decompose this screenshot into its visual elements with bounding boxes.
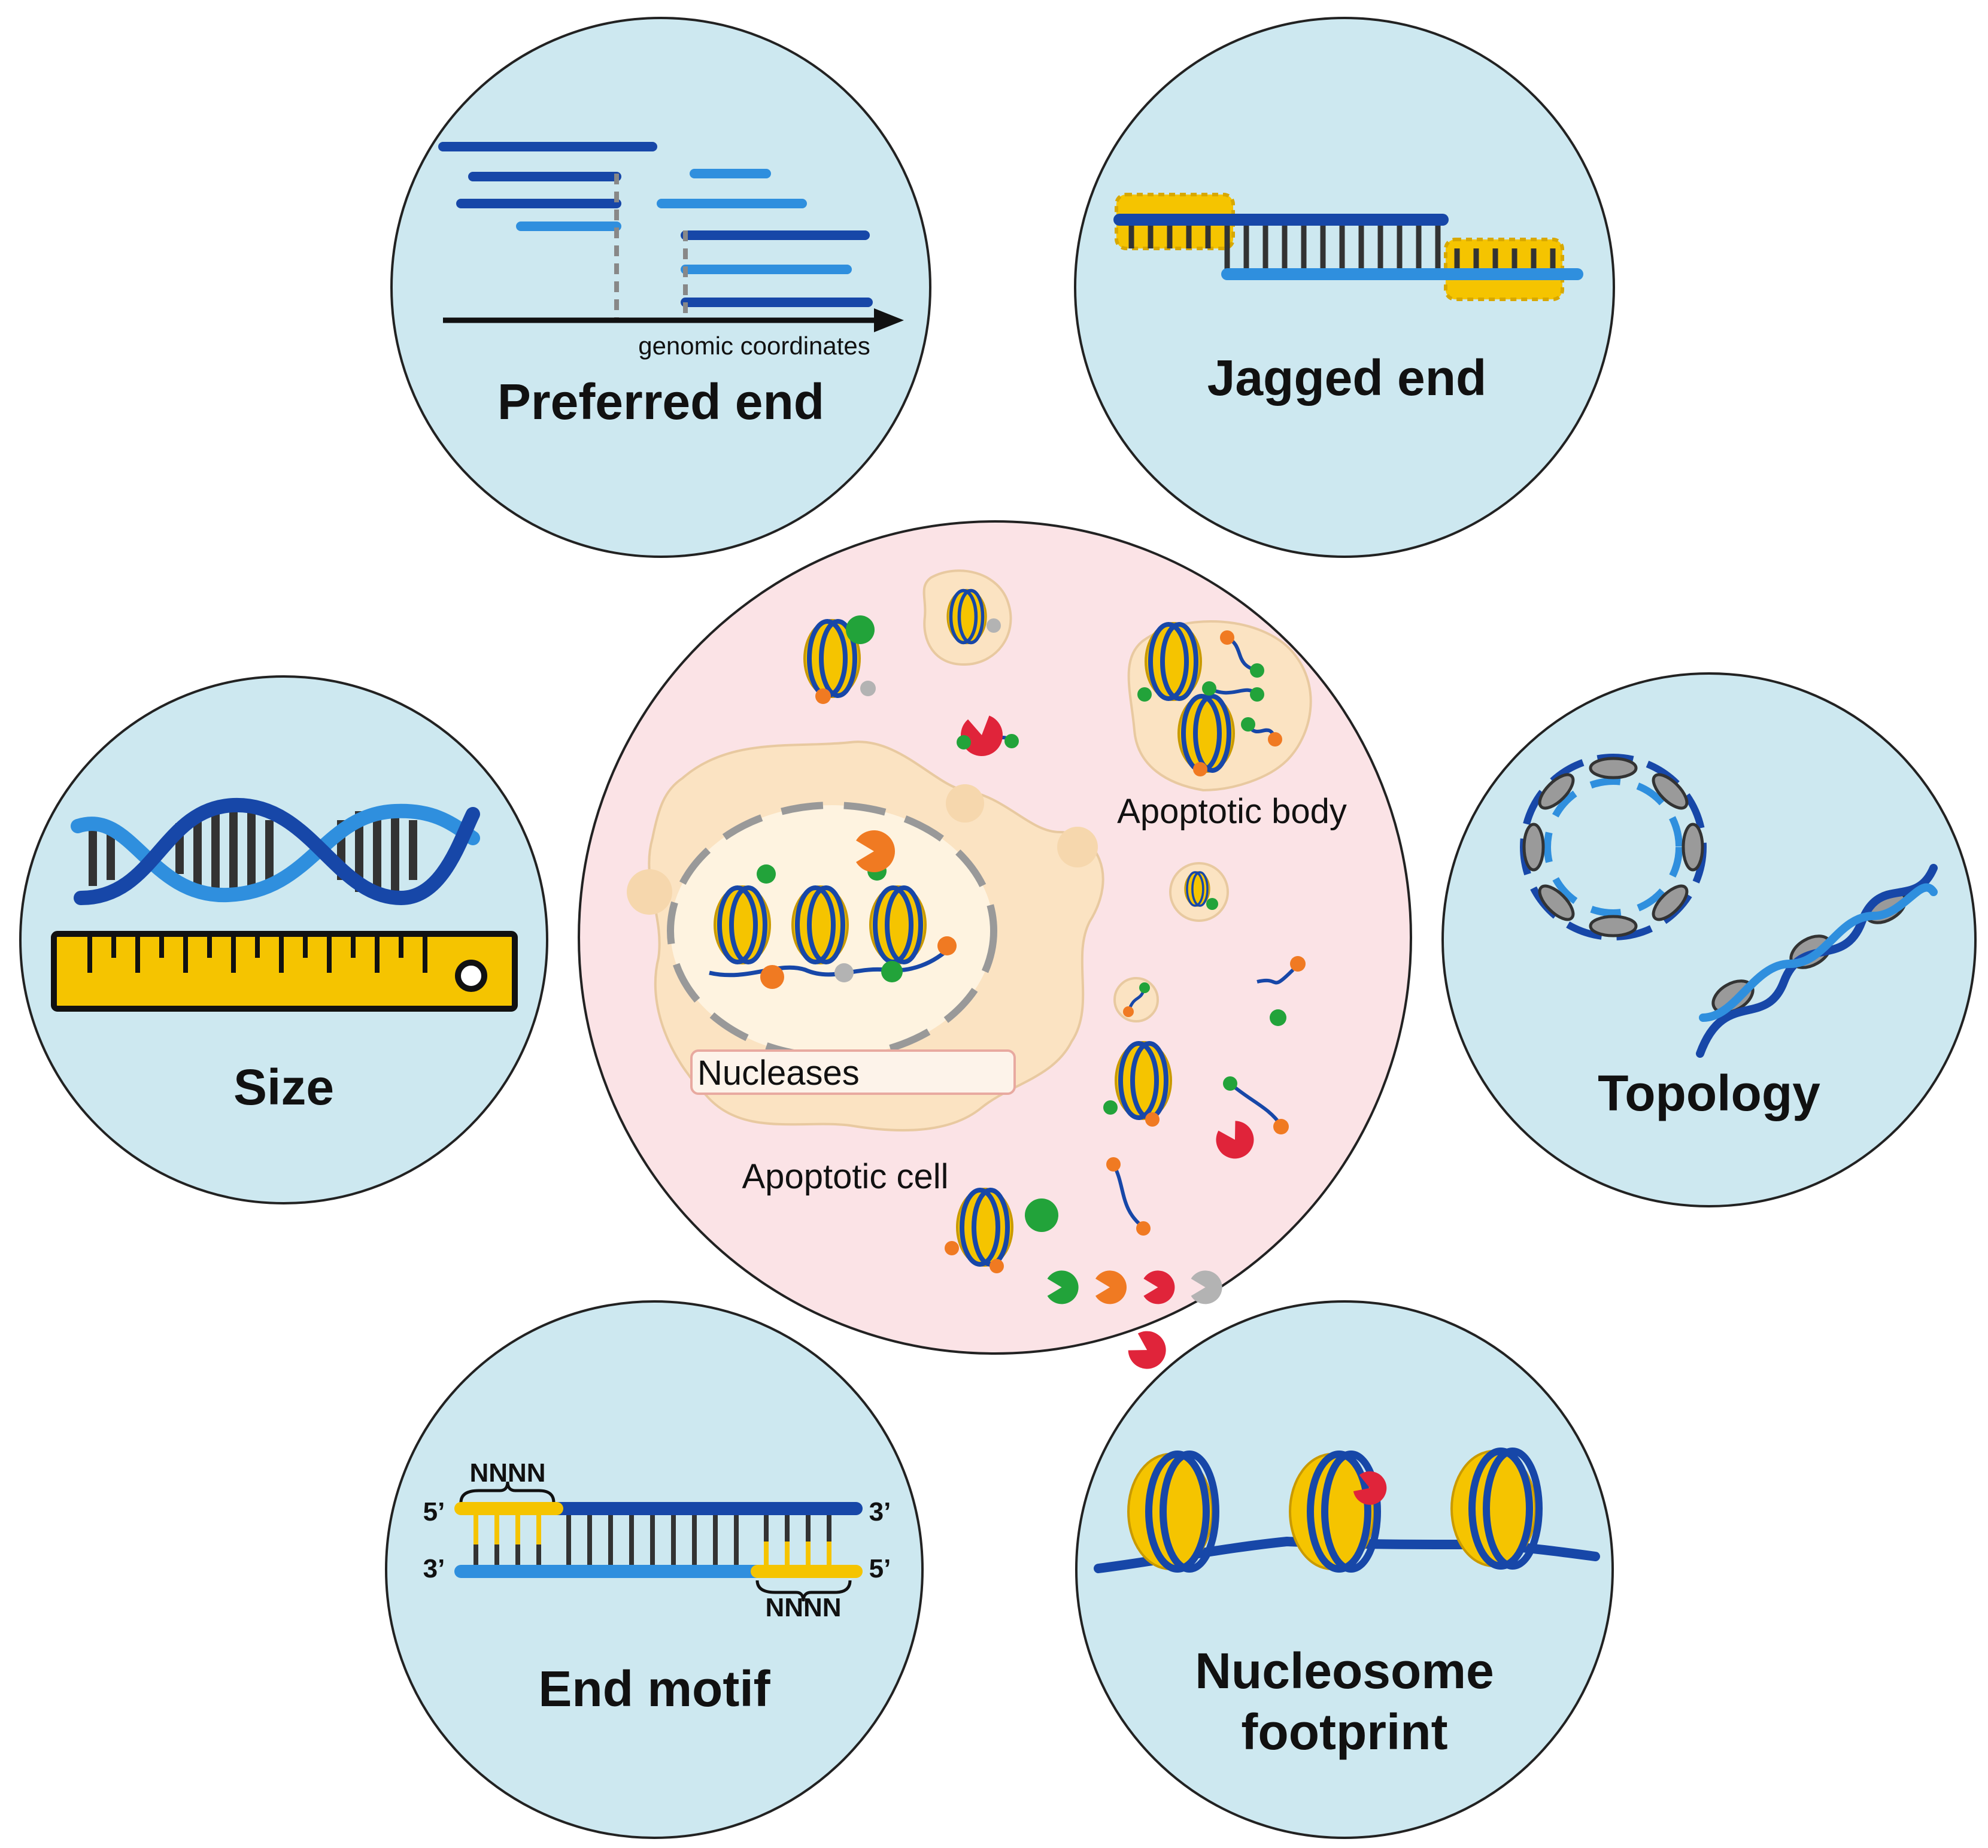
panel-end-motif: NNNN 5’ 3’ 3’ 5’ <box>385 1300 924 1839</box>
orange-nuclease-icon <box>937 936 957 955</box>
genomic-axis-arrowhead <box>874 308 904 332</box>
dna-strand-dark <box>74 797 480 906</box>
green-nuclease-icon <box>1139 982 1150 993</box>
body-nucleosome-1 <box>1146 623 1201 700</box>
nucleus-nucleosome-1 <box>715 887 770 963</box>
gray-nuclease-icon <box>860 681 876 696</box>
orange-nuclease-icon <box>1268 732 1282 747</box>
orange-nuclease-icon <box>945 1241 959 1255</box>
orange-nuclease-icon <box>1145 1112 1160 1127</box>
green-nuclease-icon <box>881 961 903 982</box>
orange-nuclease-icon <box>1193 762 1207 776</box>
jagged-base-pairs <box>1128 221 1556 269</box>
nucleases-legend: Nucleases <box>690 1049 1222 1304</box>
apoptotic-cell: Nucleases Apoptotic cell <box>627 741 1222 1304</box>
panel-size: Size <box>19 675 548 1204</box>
panel-preferred-end: genomic coordinates Preferred end <box>390 17 931 558</box>
ruler <box>51 931 518 1012</box>
panel-jagged-end: Jagged end <box>1074 17 1615 558</box>
orange-nuclease-icon <box>815 688 831 704</box>
motif-bottom-brace <box>755 1580 852 1602</box>
free-nucleosome-bottom <box>945 1189 1058 1273</box>
dna-rungs <box>89 808 417 895</box>
motif-base-pairs <box>474 1515 831 1568</box>
motif-bottom-label: NNNN <box>765 1593 841 1622</box>
vesicle-small-1 <box>1169 862 1229 922</box>
three-prime-bottom: 3’ <box>423 1554 445 1583</box>
orange-nuclease-icon <box>760 965 784 989</box>
green-nuclease-icon <box>957 735 971 749</box>
green-nuclease-icon <box>1202 681 1216 696</box>
panel-topology: Topology <box>1441 672 1977 1207</box>
body-nucleosome-2 <box>1179 695 1234 772</box>
green-nuclease-icon <box>757 864 776 884</box>
fragment-reads <box>438 142 873 307</box>
orange-nuclease-icon <box>1273 1119 1289 1134</box>
free-fragments-misc <box>1106 956 1392 1510</box>
nucleus-nucleosome-2 <box>793 887 848 963</box>
five-prime-top: 5’ <box>423 1497 445 1527</box>
green-nuclease-icon <box>1250 663 1264 678</box>
red-nuclease-icon <box>1124 1325 1173 1376</box>
vesicle-top <box>922 569 1012 666</box>
orange-nuclease-icon <box>1220 630 1234 645</box>
preferred-end-title: Preferred end <box>497 374 824 430</box>
gray-nuclease-icon <box>834 963 854 982</box>
motif-top-brace <box>459 1481 556 1503</box>
orange-nuclease-icon <box>1106 1157 1121 1172</box>
apoptotic-cell-label: Apoptotic cell <box>742 1157 949 1196</box>
end-motif-title: End motif <box>538 1661 770 1717</box>
green-nuclease-icon <box>846 615 875 644</box>
topology-title: Topology <box>1598 1065 1820 1121</box>
orange-nuclease-icon <box>1123 1006 1134 1017</box>
green-nuclease-icon <box>1270 1009 1286 1026</box>
green-nuclease-icon <box>1025 1198 1058 1232</box>
green-nuclease-icon <box>1004 734 1019 748</box>
panel-preferred-end-circle <box>390 17 931 558</box>
nucleosome-footprint-title-line1: Nucleosome <box>1195 1643 1494 1699</box>
green-nuclease-icon <box>1250 687 1264 702</box>
gray-nuclease-icon <box>987 618 1001 633</box>
membrane-bleb-1 <box>627 869 672 915</box>
orange-nuclease-icon <box>990 1259 1004 1273</box>
vesicle-small-2 <box>1113 977 1159 1022</box>
green-nuclease-icon <box>1206 898 1218 910</box>
green-nuclease-icon <box>1241 717 1255 732</box>
ruler-hole-icon <box>455 960 487 992</box>
circular-dna-icon <box>1520 754 1707 940</box>
nucleases-legend-box <box>690 1049 1016 1095</box>
dna-strand-light <box>71 803 480 903</box>
nucleases-label: Nucleases <box>697 1054 860 1093</box>
orange-nuclease-icon <box>1136 1221 1151 1236</box>
membrane-bleb-2 <box>946 784 984 823</box>
three-prime-top: 3’ <box>869 1497 891 1527</box>
membrane-bleb-3 <box>1057 827 1098 867</box>
orange-nuclease-icon <box>1290 956 1306 972</box>
apoptotic-body-label: Apoptotic body <box>1117 792 1347 831</box>
green-nuclease-icon <box>1223 1076 1237 1091</box>
ruler-body <box>51 931 518 1012</box>
genomic-coordinates-label: genomic coordinates <box>638 332 870 360</box>
jagged-end-title: Jagged end <box>1207 350 1487 406</box>
size-title: Size <box>233 1059 334 1115</box>
nucleus-nucleosome-3 <box>870 887 925 963</box>
panel-center: Nucleases Apoptotic cell Apo <box>578 520 1412 1510</box>
apoptotic-body-large <box>1127 620 1312 792</box>
nucleosome-footprint-title-line2: footprint <box>1241 1704 1447 1760</box>
five-prime-bottom: 5’ <box>869 1554 891 1583</box>
free-fragment-red <box>957 714 1019 760</box>
linear-dna-icon <box>1696 864 1938 1058</box>
vesicle-nucleosome <box>948 590 986 644</box>
free-nucleosome-top-left <box>805 615 876 704</box>
panel-jagged-end-circle <box>1074 17 1615 558</box>
panel-topology-circle <box>1441 672 1977 1207</box>
green-nuclease-icon <box>1103 1100 1118 1115</box>
panel-nucleosome-footprint: Nucleosome footprint <box>1075 1300 1614 1839</box>
free-nucleosome-right <box>1103 1042 1171 1127</box>
green-nuclease-icon <box>1137 687 1152 702</box>
